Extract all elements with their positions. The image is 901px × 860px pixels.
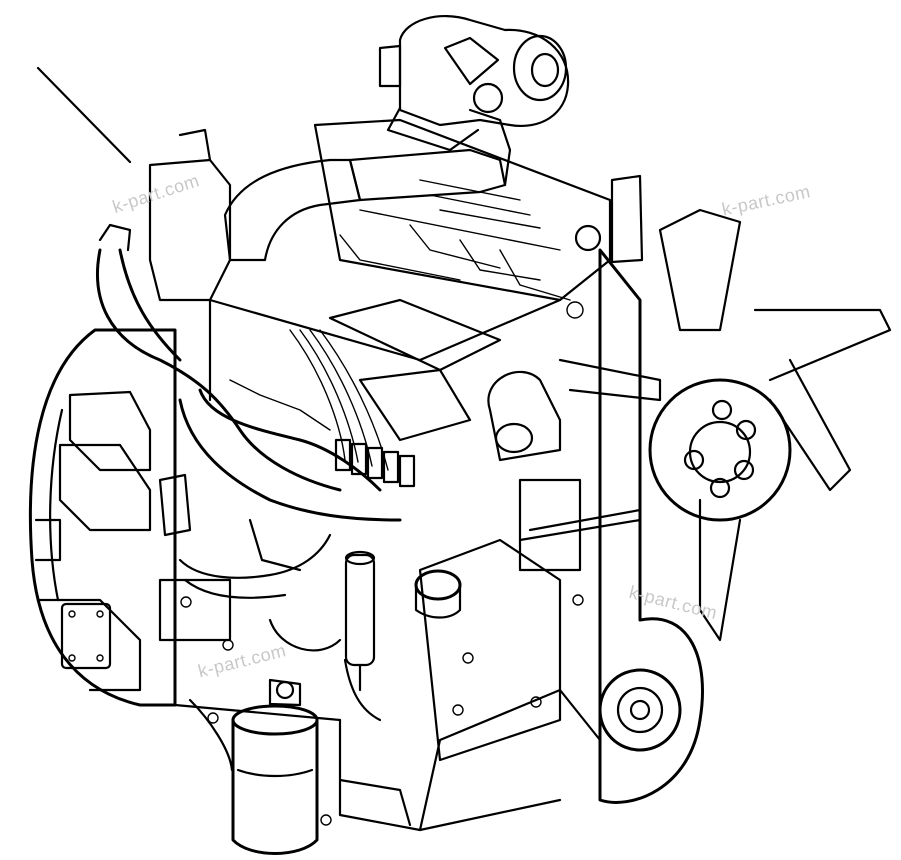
turbocharger: [378, 15, 570, 152]
front-timing-cover: [487, 248, 704, 804]
wiring-harness: [96, 223, 402, 522]
oil-pan: [180, 594, 584, 827]
cooling-fan: [518, 174, 892, 642]
misc-pipework: [158, 473, 382, 772]
intake-pipe: [223, 108, 512, 262]
thermostat-housing: [344, 550, 462, 692]
valve-cover: [313, 118, 612, 302]
leader-line: [36, 66, 132, 164]
oil-filter: [231, 678, 319, 855]
injector-lines: [339, 224, 602, 319]
flywheel-housing: [28, 328, 177, 707]
injection-pump: [289, 298, 502, 488]
